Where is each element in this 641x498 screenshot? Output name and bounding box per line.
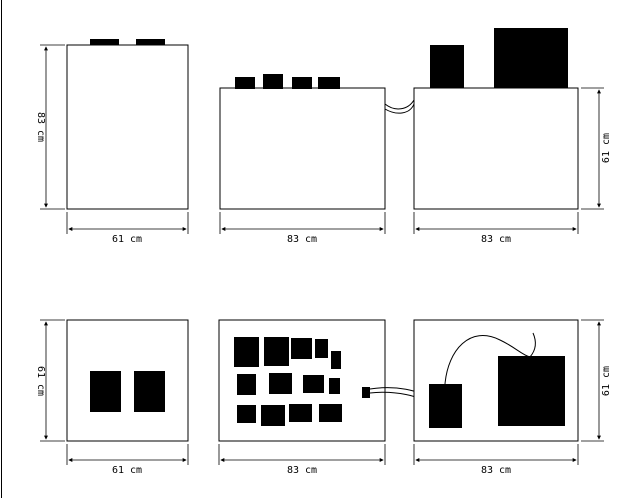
top-right-height-dimension: 61 cm <box>581 87 612 210</box>
bottom-middle-block <box>331 351 341 369</box>
top-middle-block-1 <box>235 77 255 89</box>
bottom-right-width-label: 83 cm <box>481 465 511 476</box>
bottom-left-height-label: 61 cm <box>35 366 46 396</box>
top-middle-block-3 <box>292 77 312 89</box>
top-left-block-1 <box>90 39 119 45</box>
top-middle-block-4 <box>318 77 340 89</box>
bottom-right-width-dimension: 83 cm <box>413 444 579 476</box>
bottom-right-block-large <box>498 356 565 426</box>
top-middle-width-dimension: 83 cm <box>219 212 386 245</box>
bottom-right-cable-2 <box>529 332 536 358</box>
top-left-width-dimension: 61 cm <box>66 212 189 245</box>
top-left-height-label: 83 cm <box>35 112 46 142</box>
bottom-right-height-dimension: 61 cm <box>581 319 612 442</box>
bottom-middle-block <box>237 405 256 423</box>
bottom-middle-block <box>234 337 259 367</box>
bottom-middle-block <box>261 405 285 426</box>
top-right-height-label: 61 cm <box>601 133 612 163</box>
bottom-middle-width-label: 83 cm <box>287 465 317 476</box>
bottom-left-height-dimension: 61 cm <box>35 319 65 442</box>
top-cable-1 <box>384 99 415 110</box>
bottom-left-width-label: 61 cm <box>112 465 142 476</box>
top-left-width-label: 61 cm <box>112 234 142 245</box>
bottom-middle-view <box>218 319 386 442</box>
top-right-view <box>413 28 579 210</box>
top-middle-block-2 <box>263 74 283 89</box>
bottom-right-cable-1 <box>444 335 531 385</box>
top-left-view <box>66 39 189 210</box>
bottom-right-height-label: 61 cm <box>601 366 612 396</box>
bottom-middle-connector <box>362 387 370 398</box>
top-middle-box <box>219 87 386 210</box>
bottom-left-box <box>66 319 189 442</box>
bottom-middle-width-dimension: 83 cm <box>218 444 386 476</box>
top-cable-2 <box>384 103 415 114</box>
bottom-middle-block <box>319 404 342 422</box>
top-middle-view <box>219 74 386 210</box>
top-left-box <box>66 44 189 210</box>
bottom-left-view <box>66 319 189 442</box>
bottom-middle-block <box>269 373 292 394</box>
top-right-width-dimension: 83 cm <box>413 212 579 245</box>
bottom-middle-block <box>237 374 256 395</box>
bottom-left-block-1 <box>90 371 121 412</box>
bottom-middle-block <box>329 378 340 394</box>
top-middle-width-label: 83 cm <box>287 234 317 245</box>
top-right-block-small <box>430 45 464 88</box>
bottom-middle-block <box>291 338 312 359</box>
bottom-middle-block <box>264 337 289 366</box>
bottom-middle-block <box>289 404 312 422</box>
top-right-box <box>413 87 579 210</box>
bottom-right-view <box>413 319 579 442</box>
top-left-height-dimension: 83 cm <box>35 44 65 210</box>
bottom-middle-block <box>303 375 324 393</box>
bottom-right-block-small <box>429 384 462 428</box>
bottom-left-block-2 <box>134 371 165 412</box>
bottom-left-width-dimension: 61 cm <box>66 444 189 476</box>
bottom-middle-block <box>315 339 328 358</box>
top-left-block-2 <box>136 39 165 45</box>
top-right-block-large <box>494 28 568 88</box>
top-right-width-label: 83 cm <box>481 234 511 245</box>
